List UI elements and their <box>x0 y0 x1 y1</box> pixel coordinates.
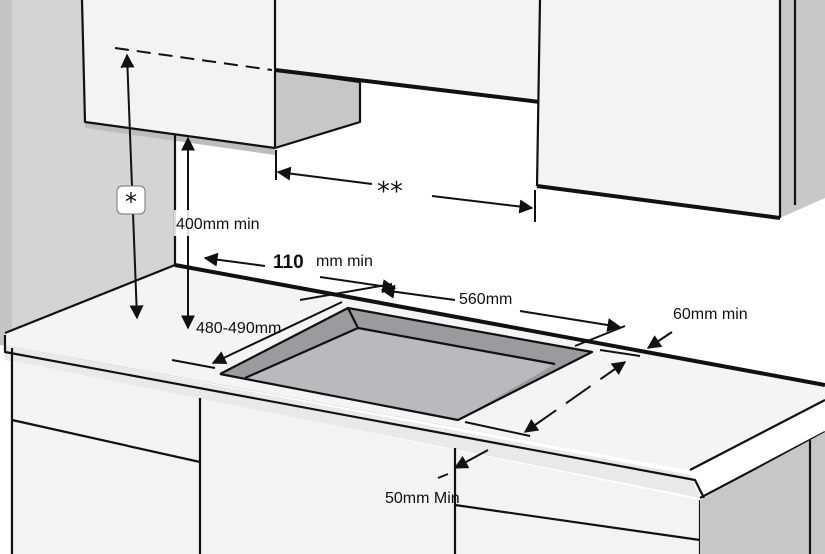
gap-value-label: 110 <box>273 252 304 273</box>
hood-side <box>275 70 360 148</box>
right-depth-dimension <box>523 361 627 433</box>
rear-gap-dimension <box>599 349 641 357</box>
lower-cabinets <box>10 360 700 554</box>
width-label: 560mm <box>459 291 512 308</box>
asterisk-badge-label: * <box>125 188 137 216</box>
depth-label: 480-490mm <box>196 320 281 337</box>
hob-cutout-floor <box>245 328 555 420</box>
dashed-reference-line <box>114 47 273 71</box>
right-cabinet-side <box>780 0 825 218</box>
front-gap-label: 50mm Min <box>385 490 460 507</box>
height-min-label: 400mm min <box>176 216 260 233</box>
cutout-depth-dimension <box>211 301 343 364</box>
side-gap-dimension <box>203 252 266 267</box>
height-min-label-bg <box>174 210 266 236</box>
gap-unit-label: mm min <box>316 253 373 270</box>
wall-left-side <box>0 0 12 345</box>
cutout-width-dimension <box>380 284 456 301</box>
asterisk-badge <box>116 185 146 215</box>
right-lower-side <box>700 432 825 554</box>
double-asterisk-label: ** <box>377 177 403 207</box>
rear-gap-label: 60mm min <box>673 306 748 323</box>
hood-gap-dimension <box>276 166 373 185</box>
front-gap-dimension <box>453 449 489 469</box>
right-upper-cabinet <box>537 0 780 218</box>
